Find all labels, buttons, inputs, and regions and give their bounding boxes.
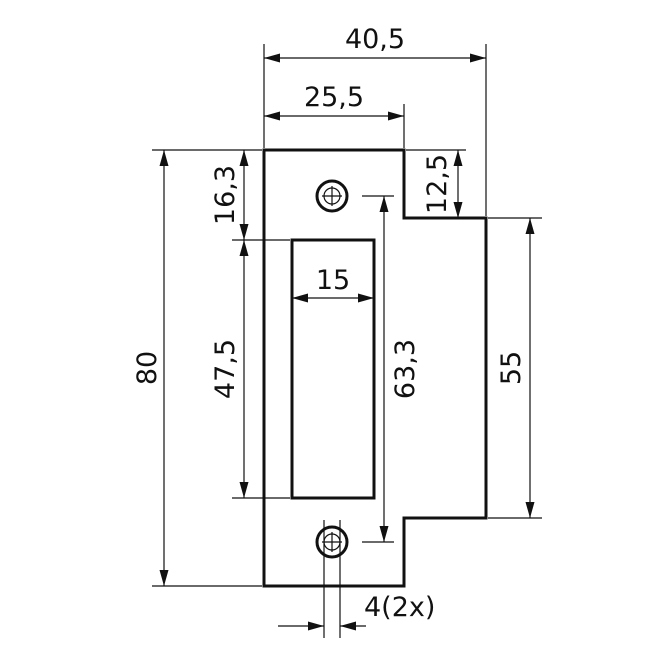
dimension-lip-height: 55 xyxy=(496,218,535,518)
dimension-overall-width: 40,5 xyxy=(264,24,486,63)
label-lip-height: 55 xyxy=(496,351,527,385)
latch-opening xyxy=(290,238,376,500)
label-opening-width: 15 xyxy=(316,265,350,296)
dimension-opening-width: 15 xyxy=(292,265,374,303)
dimension-plate-width: 25,5 xyxy=(264,82,404,121)
top-screw-hole xyxy=(315,179,349,213)
dimension-opening-height: 47,5 xyxy=(210,240,249,498)
dimension-overall-height: 80 xyxy=(132,150,169,586)
dimension-lip-offset: 12,5 xyxy=(422,150,463,218)
extension-lines xyxy=(152,44,542,638)
dimension-top-to-opening: 16,3 xyxy=(210,150,249,240)
strike-plate-outline xyxy=(262,148,488,588)
label-plate-width: 25,5 xyxy=(304,82,364,113)
label-lip-offset: 12,5 xyxy=(422,154,453,214)
label-hole-diameter: 4(2x) xyxy=(364,592,435,623)
bottom-screw-hole xyxy=(315,525,349,559)
label-top-to-opening: 16,3 xyxy=(210,165,241,225)
label-overall-height: 80 xyxy=(132,351,163,385)
dimension-hole-diameter: 4(2x) xyxy=(278,592,435,631)
label-opening-height: 47,5 xyxy=(210,339,241,399)
label-overall-width: 40,5 xyxy=(345,24,405,55)
dimension-hole-spacing: 63,3 xyxy=(379,196,421,542)
label-hole-spacing: 63,3 xyxy=(390,339,421,399)
